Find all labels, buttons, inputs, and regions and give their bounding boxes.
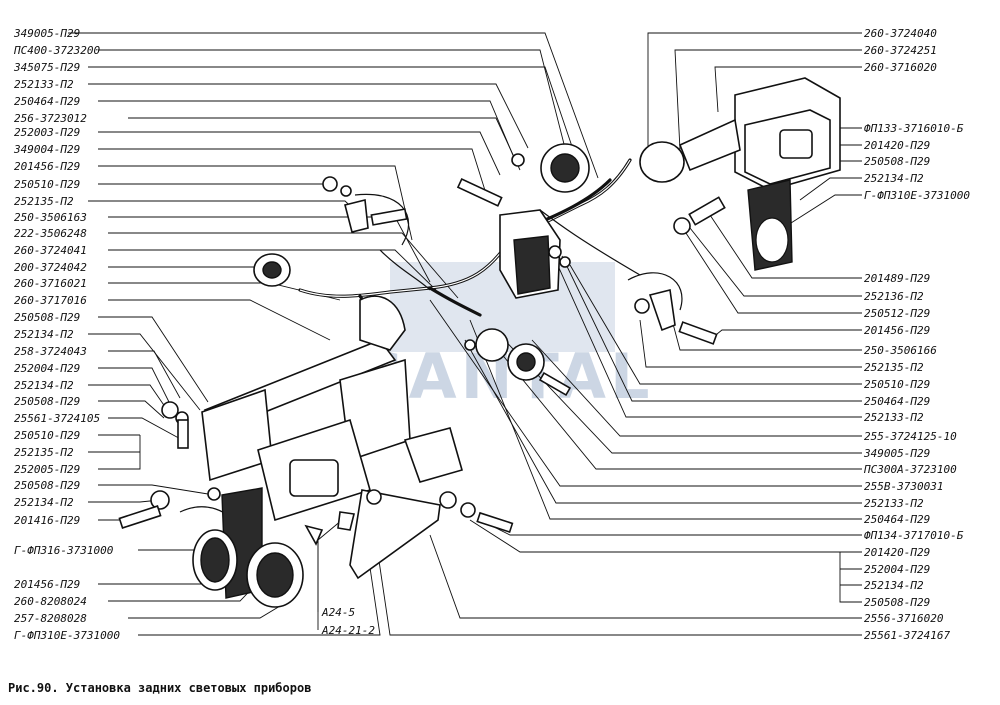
label-left-28: 250508-П29 [14, 479, 80, 492]
label-left-08: 349004-П29 [13, 143, 80, 156]
label-right-19: 349005-П29 [863, 447, 930, 460]
label-left-30: 201416-П29 [14, 514, 80, 527]
label-right-26: 252004-П29 [864, 563, 930, 576]
label-right-11: 250512-П29 [864, 307, 930, 320]
upper-right-fasteners [634, 196, 726, 345]
label-right-12: 201456-П29 [864, 324, 930, 337]
label-right-02: 260-3724251 [864, 44, 937, 57]
label-bottom-02: А24-21-2 [321, 624, 375, 637]
label-right-16: 250464-П29 [864, 395, 930, 408]
label-right-27: 252134-П2 [864, 579, 924, 592]
label-right-04: ФП133-3716010-Б [864, 122, 964, 135]
label-right-20: ПС300А-3723100 [863, 463, 957, 476]
label-left-04: 252133-П2 [14, 78, 74, 91]
label-left-20: 258-3724043 [14, 345, 87, 358]
left-labels: 349005-П29 ПС400-3723200 345075-П29 2521… [13, 27, 120, 642]
label-right-24: ФП134-3717010-Б [864, 529, 964, 542]
label-left-06: 256-3723012 [14, 112, 87, 125]
label-right-17: 252133-П2 [864, 411, 924, 424]
label-left-14: 260-3724041 [14, 244, 87, 257]
label-left-17: 260-3717016 [14, 294, 87, 307]
label-left-05: 250464-П29 [14, 95, 80, 108]
label-left-11: 252135-П2 [14, 195, 74, 208]
label-left-09: 201456-П29 [14, 160, 80, 173]
label-right-25: 201420-П29 [864, 546, 930, 559]
label-left-33: 260-8208024 [14, 595, 87, 608]
label-left-31: Г-ФП316-3731000 [14, 544, 114, 557]
label-left-24: 25561-3724105 [14, 412, 100, 425]
bottom-labels: А24-5 А24-21-2 [321, 606, 375, 637]
center-connector [464, 328, 572, 397]
label-right-22: 252133-П2 [864, 497, 924, 510]
label-left-34: 257-8208028 [14, 612, 87, 625]
label-left-32: 201456-П29 [14, 578, 80, 591]
label-right-10: 252136-П2 [864, 290, 924, 303]
label-right-23: 250464-П29 [864, 513, 930, 526]
label-left-19: 252134-П2 [14, 328, 74, 341]
label-left-25: 250510-П29 [14, 429, 80, 442]
label-left-27: 252005-П29 [14, 463, 80, 476]
label-right-18: 255-3724125-10 [864, 430, 957, 443]
label-right-30: 25561-3724167 [864, 629, 950, 642]
label-right-28: 250508-П29 [864, 596, 930, 609]
label-right-21: 255В-3730031 [864, 480, 943, 493]
center-bracket [456, 143, 590, 299]
label-right-07: 252134-П2 [864, 172, 924, 185]
label-right-15: 250510-П29 [864, 378, 930, 391]
left-lower-fasteners [118, 401, 514, 546]
label-left-35: Г-ФП310Е-3731000 [14, 629, 120, 642]
label-left-01: 349005-П29 [13, 27, 80, 40]
label-right-14: 252135-П2 [864, 361, 924, 374]
label-left-18: 250508-П29 [14, 311, 80, 324]
label-right-29: 2556-3716020 [864, 612, 944, 625]
label-left-23: 250508-П29 [14, 395, 80, 408]
label-right-03: 260-3716020 [864, 61, 937, 74]
label-right-06: 250508-П29 [864, 155, 930, 168]
label-left-03: 345075-П29 [13, 61, 80, 74]
label-right-08: Г-ФП310Е-3731000 [864, 189, 970, 202]
label-left-21: 252004-П29 [14, 362, 80, 375]
label-left-22: 252134-П2 [14, 379, 74, 392]
label-right-13: 250-3506166 [864, 344, 937, 357]
label-right-09: 201489-П29 [864, 272, 930, 285]
figure-caption: Рис.90. Установка задних световых прибор… [8, 681, 312, 695]
right-labels: 260-3724040 260-3724251 260-3716020 ФП13… [863, 27, 970, 642]
label-left-02: ПС400-3723200 [13, 44, 100, 57]
label-right-05: 201420-П29 [864, 139, 930, 152]
label-left-26: 252135-П2 [14, 446, 74, 459]
left-lamp-assembly [192, 295, 463, 608]
label-left-29: 252134-П2 [14, 496, 74, 509]
label-left-07: 252003-П29 [14, 126, 80, 139]
label-right-01: 260-3724040 [864, 27, 937, 40]
label-bottom-01: А24-5 [321, 606, 355, 619]
upper-right-lamp [639, 77, 841, 271]
label-left-16: 260-3716021 [14, 277, 87, 290]
label-left-10: 250510-П29 [14, 178, 80, 191]
left-upper-fasteners [253, 176, 408, 287]
label-left-12: 250-3506163 [14, 211, 87, 224]
label-left-13: 222-3506248 [14, 227, 87, 240]
label-left-15: 200-3724042 [14, 261, 87, 274]
